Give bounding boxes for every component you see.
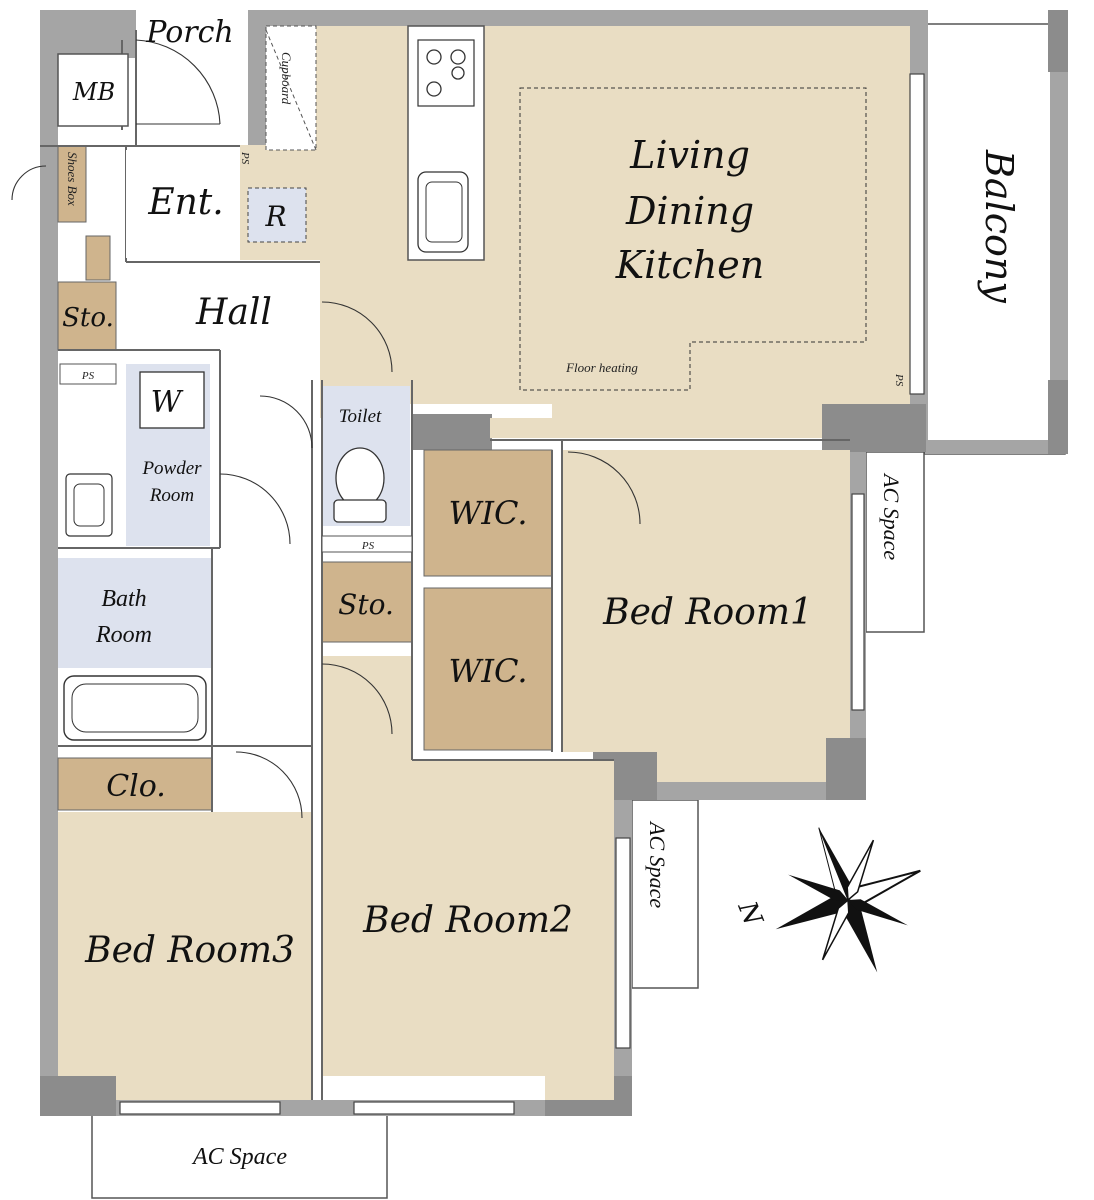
column-nw	[40, 10, 136, 58]
ps-toilet-label: PS	[361, 540, 375, 552]
bath-room-label-line1: Bath	[101, 586, 146, 612]
ac-space-southeast-label: AC Space	[645, 820, 670, 908]
mb-box	[57, 53, 129, 127]
refrigerator-area	[247, 187, 307, 243]
entrance-floor	[126, 150, 238, 258]
ps-hall-box	[59, 363, 117, 385]
ps-ldk-label: PS	[893, 373, 905, 387]
kitchen-sink	[417, 171, 469, 253]
shoes-box-label: Shoes Box	[65, 152, 80, 206]
bedroom1-label: Bed Room1	[602, 592, 813, 633]
compass-north-label: N	[731, 896, 768, 930]
bath-room-floor	[58, 558, 212, 668]
wic1-area	[423, 449, 553, 577]
wic2-label: WIC.	[448, 652, 527, 690]
hall-label: Hall	[195, 292, 272, 333]
column-ne	[1048, 10, 1068, 72]
toilet-tank	[333, 499, 387, 523]
ac-space-east-label: AC Space	[879, 472, 904, 560]
cupboard-label: Cupboard	[279, 52, 294, 105]
ps-entry-label: PS	[239, 151, 251, 165]
stove	[417, 39, 475, 107]
storage-hall-area	[57, 281, 117, 351]
column-bed3-sw	[40, 1076, 116, 1116]
wic2-area	[423, 587, 553, 751]
storage-mid-label: Sto.	[338, 588, 394, 621]
bathtub	[63, 675, 207, 741]
bedroom3-floor	[58, 812, 312, 1100]
bedroom1-floor	[562, 450, 850, 782]
ps-hall-label: PS	[81, 370, 95, 382]
cupboard-diagonal	[265, 29, 317, 151]
balcony-east-wall	[1050, 10, 1068, 454]
refrigerator-label: R	[264, 200, 286, 233]
ac-space-south-label: AC Space	[191, 1144, 287, 1170]
vanity	[65, 473, 113, 537]
bedroom2-label: Bed Room2	[362, 900, 573, 941]
ac-space-south-area	[91, 1111, 388, 1199]
storage-mid-area	[321, 561, 413, 643]
balcony-south-wall	[925, 440, 1068, 454]
small-storage-area	[85, 235, 111, 281]
windows	[119, 73, 925, 1115]
closet-label: Clo.	[106, 769, 166, 804]
washer-label: W	[151, 385, 184, 420]
outer-wall-north	[248, 10, 928, 26]
bedroom3-label: Bed Room3	[84, 930, 295, 971]
compass-icon	[775, 827, 921, 973]
mb-label: MB	[72, 78, 115, 106]
outer-wall-west	[40, 10, 58, 1115]
door-swings	[11, 39, 641, 819]
powder-room-label-line2: Room	[149, 485, 194, 506]
bathtub-inner	[71, 683, 199, 733]
interior-walls	[40, 30, 850, 1100]
toilet-label: Toilet	[339, 406, 382, 427]
porch-label: Porch	[145, 15, 234, 50]
toilet-bowl	[335, 447, 385, 509]
ldk-label-line2: Dining	[625, 189, 754, 233]
kitchen-sink-bowl	[425, 181, 463, 243]
ldk-label-line1: Living	[629, 133, 750, 177]
powder-room-label-line1: Powder	[141, 458, 202, 479]
storage-hall-label: Sto.	[62, 303, 114, 333]
balcony-area	[924, 23, 1066, 455]
vanity-basin	[73, 483, 105, 527]
ps-toilet-box	[321, 535, 413, 553]
column-wic	[412, 414, 492, 450]
bath-room-label-line2: Room	[95, 622, 152, 648]
washer-box	[139, 371, 205, 429]
closet-area	[57, 757, 213, 811]
wic1-label: WIC.	[448, 494, 527, 532]
floor-heating-label: Floor heating	[565, 360, 638, 375]
column-bed1-se	[826, 738, 866, 800]
column-ldk-se	[822, 404, 926, 452]
floor-heating-zone	[519, 87, 867, 391]
entrance-label: Ent.	[147, 182, 223, 223]
cupboard	[265, 25, 317, 151]
ac-space-east-area	[865, 451, 925, 633]
balcony-label: Balcony	[977, 149, 1021, 303]
bedroom2-floor	[322, 656, 614, 1100]
stove-burners	[426, 49, 466, 97]
ldk-label-line3: Kitchen	[615, 243, 765, 287]
column-balcony-se	[1048, 380, 1068, 454]
outer-wall-porch	[248, 10, 266, 145]
outer-wall-bed1-south	[595, 782, 866, 800]
